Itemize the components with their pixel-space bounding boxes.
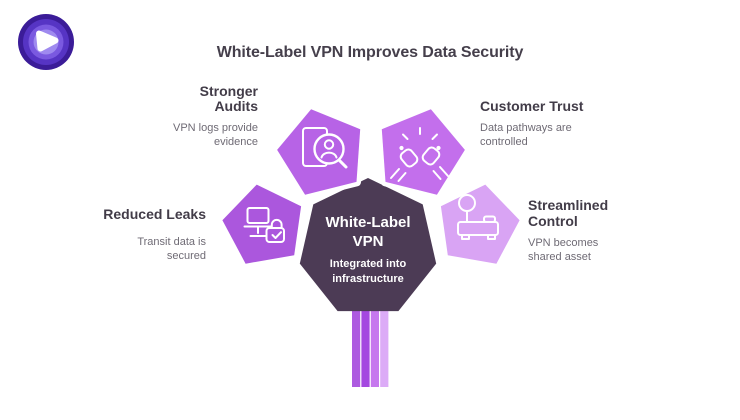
stem-stripe (361, 308, 370, 387)
label-reduced-leaks: Reduced Leaks Transit data is secured (98, 206, 206, 263)
stem-stripe (352, 308, 361, 387)
petal-streamlined-control (436, 180, 525, 269)
label-stronger-audits: Stronger Audits VPN logs provide evidenc… (166, 84, 258, 149)
page-title: White-Label VPN Improves Data Security (216, 44, 524, 61)
control-lever-icon (457, 194, 499, 240)
petal-reduced-leaks (217, 180, 306, 269)
petal-shape (222, 184, 302, 264)
center-label: White-Label VPN Integrated into infrastr… (318, 213, 418, 286)
stem-stripe (380, 308, 389, 387)
petal-subtext: Transit data is secured (137, 236, 206, 262)
stem-stripe (370, 308, 379, 387)
logo-play-mark-icon (36, 30, 59, 52)
petal-heading: Stronger Audits (199, 83, 258, 114)
petal-stronger-audits (272, 104, 365, 200)
device-lock-icon (243, 207, 285, 243)
petal-customer-trust (377, 104, 470, 200)
center-heading: White-Label VPN (325, 214, 411, 250)
petal-shape (381, 109, 465, 195)
fist-bump-icon (390, 127, 449, 182)
petal-shape (440, 184, 520, 264)
center-subtext: Integrated into infrastructure (329, 258, 407, 285)
petal-heading: Streamlined Control (528, 197, 609, 229)
stem-stripes (352, 308, 389, 387)
petal-subtext: VPN logs provide evidence (173, 122, 258, 148)
label-customer-trust: Customer Trust Data pathways are control… (480, 98, 595, 149)
label-streamlined-control: Streamlined Control VPN becomes shared a… (528, 197, 620, 264)
petal-heading: Customer Trust (480, 98, 584, 114)
center-heptagon (299, 178, 437, 312)
vpn-brand-logo (18, 14, 74, 70)
petal-subtext: Data pathways are controlled (480, 122, 572, 148)
petal-subtext: VPN becomes shared asset (528, 237, 599, 263)
audit-record-magnifier-icon (302, 127, 348, 169)
petal-heading: Reduced Leaks (103, 206, 206, 222)
